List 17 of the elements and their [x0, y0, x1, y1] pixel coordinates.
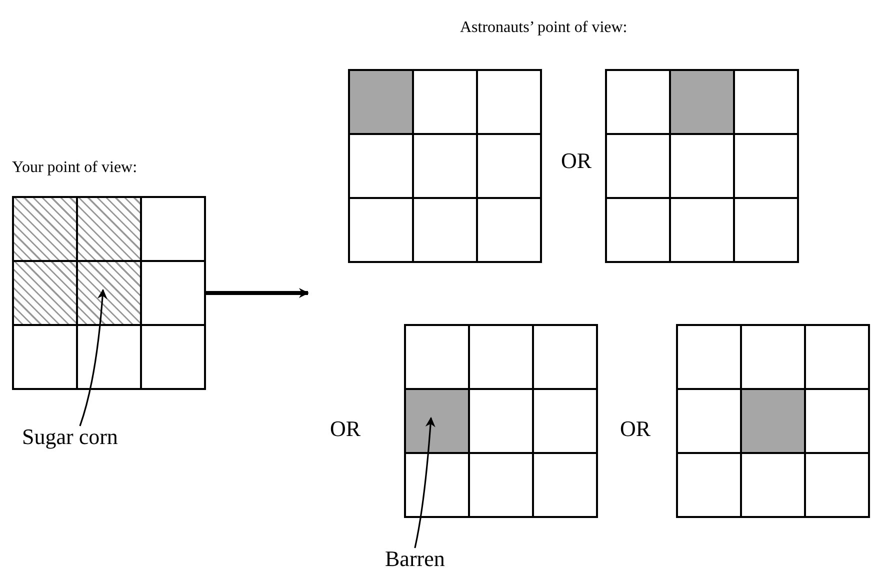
grid-box — [605, 69, 799, 263]
heading: Astronauts’ point of view: — [460, 18, 628, 38]
grid-box — [404, 324, 598, 518]
or-label: OR — [330, 416, 361, 442]
leader-line — [414, 416, 436, 548]
or-label: OR — [620, 416, 651, 442]
callout-label: Sugar corn — [22, 424, 118, 450]
grid-box — [676, 324, 870, 518]
or-label: OR — [561, 148, 592, 174]
arrow — [206, 288, 309, 298]
shaded-cell — [406, 390, 468, 452]
heading: Your point of view: — [12, 158, 138, 178]
leader-line — [79, 288, 108, 426]
callout-label: Barren — [385, 546, 445, 572]
grid-box — [348, 69, 542, 263]
hatched-cell — [78, 262, 140, 324]
grid-box — [12, 196, 206, 390]
